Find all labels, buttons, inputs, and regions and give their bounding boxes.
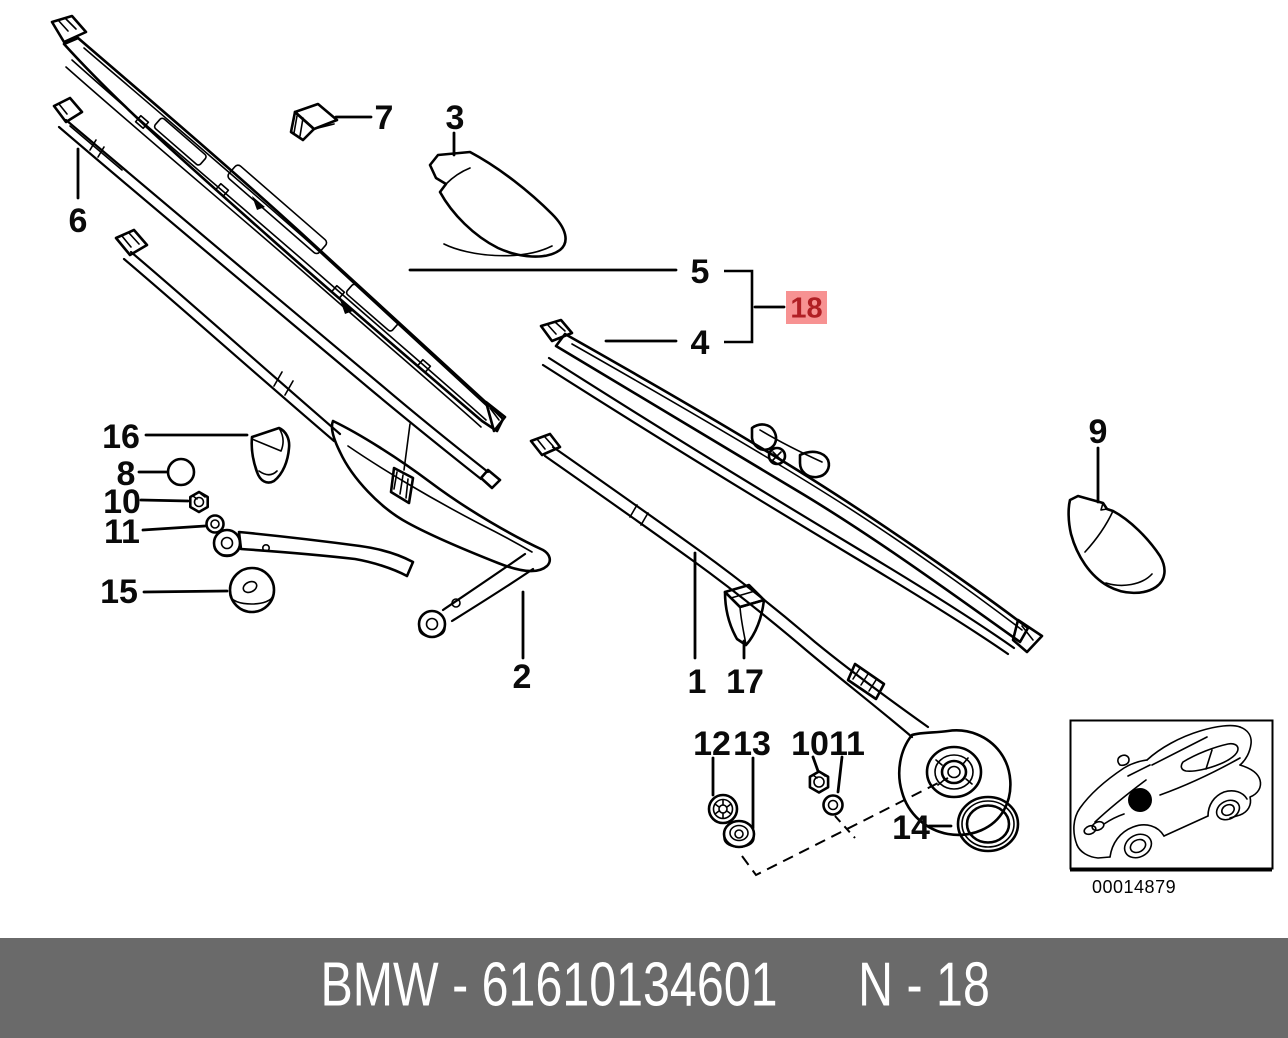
leader-line xyxy=(811,755,820,773)
callout-14[interactable]: 14 xyxy=(892,809,930,847)
wiper-arm-right xyxy=(529,432,1012,837)
gasket-ring-14 xyxy=(956,795,1020,853)
callout-13[interactable]: 13 xyxy=(733,725,771,763)
leader-line xyxy=(139,498,190,503)
callout-2[interactable]: 2 xyxy=(513,658,532,696)
washer-11-left xyxy=(205,514,225,534)
wiper-rubber-left xyxy=(52,96,502,490)
callout-18-highlighted[interactable]: 18 xyxy=(790,293,822,325)
callout-3[interactable]: 3 xyxy=(446,99,465,137)
highlight-badge[interactable] xyxy=(786,291,827,324)
wiper-arm-left xyxy=(114,228,552,639)
inset-code: 00014879 xyxy=(1092,877,1176,897)
callout-12[interactable]: 12 xyxy=(693,725,731,763)
callout-10b[interactable]: 10 xyxy=(791,725,829,763)
callout-17[interactable]: 17 xyxy=(726,663,764,701)
callout-11a[interactable]: 11 xyxy=(104,513,140,551)
clip-17 xyxy=(723,583,766,647)
leader-line xyxy=(142,589,229,594)
nut-10-left xyxy=(189,490,209,514)
cap-9 xyxy=(1067,494,1166,595)
cap-12 xyxy=(707,793,739,825)
callout-1[interactable]: 1 xyxy=(688,663,707,701)
washer-disc-15 xyxy=(228,566,276,614)
callout-9[interactable]: 9 xyxy=(1089,413,1108,451)
car-outline xyxy=(1073,724,1262,859)
callout-7[interactable]: 7 xyxy=(375,99,394,137)
bracket-5-4 xyxy=(724,269,754,344)
footer-page-ref: N - 18 xyxy=(858,950,990,1020)
pivot-cap-16 xyxy=(250,426,291,484)
callout-15[interactable]: 15 xyxy=(100,573,138,611)
callout-4[interactable]: 4 xyxy=(691,324,710,362)
callout-10a[interactable]: 10 xyxy=(103,483,141,521)
highlighted-callout-group: 18 xyxy=(724,269,827,344)
car-thumbnail: 00014879 xyxy=(1069,719,1274,897)
footer-bar: BMW - 61610134601 N - 18 xyxy=(0,938,1288,1038)
leader-lines xyxy=(76,115,1100,830)
callout-6[interactable]: 6 xyxy=(69,202,88,240)
nut-13 xyxy=(722,819,756,849)
callout-8[interactable]: 8 xyxy=(117,455,136,493)
position-dot xyxy=(1128,788,1152,812)
leader-line xyxy=(141,524,207,532)
cap-8 xyxy=(166,457,196,487)
footer-part-number: BMW - 61610134601 xyxy=(320,950,778,1020)
assembly-dashed-lines xyxy=(741,777,949,877)
wiper-blade-right xyxy=(539,318,1044,656)
callout-11b[interactable]: 11 xyxy=(829,725,865,763)
cover-3 xyxy=(428,150,567,258)
washer-11-right xyxy=(822,794,844,816)
leader-line xyxy=(836,755,844,794)
callout-5[interactable]: 5 xyxy=(691,253,710,291)
clip-7 xyxy=(289,102,339,142)
nut-10-right xyxy=(808,770,830,794)
callout-16[interactable]: 16 xyxy=(102,418,140,456)
wiper-blade-left xyxy=(50,14,507,433)
